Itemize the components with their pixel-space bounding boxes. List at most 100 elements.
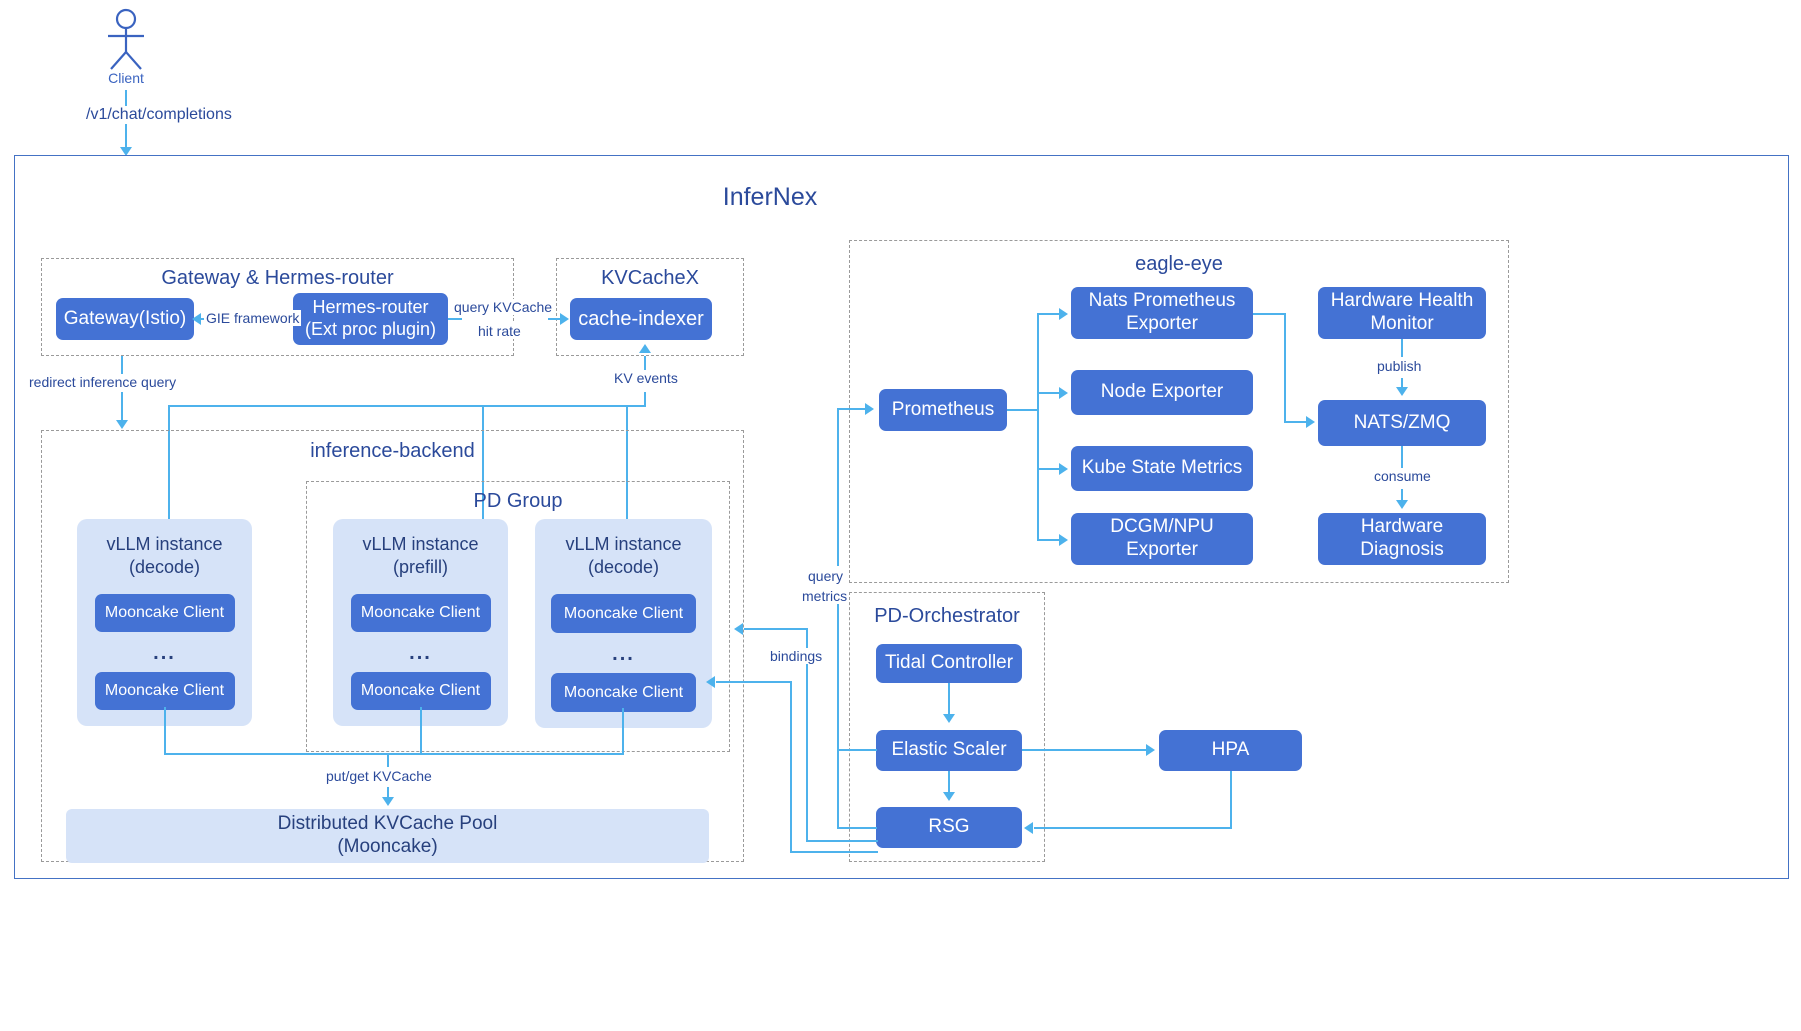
node-gateway-istio-label: Gateway(Istio) [63,307,187,329]
edge-kvevents-drop-1 [168,405,170,529]
node-vllm-instance-2-title: vLLM instance (decode) [565,533,681,578]
edge-label-redirect-inference-query: redirect inference query [27,374,179,390]
node-prometheus[interactable]: Prometheus [879,389,1007,431]
edge-prometheus-to-dcgm [1037,539,1061,541]
edge-bindings-outer-vert [806,628,808,840]
node-hardware-diagnosis-line1: Hardware [1360,516,1444,538]
edge-label-publish: publish [1375,358,1424,374]
node-distributed-kvcache-pool[interactable]: Distributed KVCache Pool (Mooncake) [66,809,709,863]
edge-querymetrics-to-elastic [837,749,877,751]
node-mooncake-client-0b-label: Mooncake Client [104,682,225,700]
edge-hpa-to-rsg-horiz [1034,827,1232,829]
edge-natsexporter-to-natszmq-h2 [1284,421,1306,423]
node-nats-zmq[interactable]: NATS/ZMQ [1318,400,1486,446]
node-mooncake-client-2a-label: Mooncake Client [563,604,684,622]
ellipsis-1: ... [409,642,432,664]
edge-bindings-bottom-arrowhead [706,676,715,688]
node-hardware-health-monitor[interactable]: Hardware Health Monitor [1318,287,1486,339]
node-vllm-instance-1-line1: vLLM instance [362,534,479,554]
node-mooncake-client-2a[interactable]: Mooncake Client [551,594,696,633]
edge-putget-drop-1 [420,707,422,754]
node-mooncake-client-0a-label: Mooncake Client [104,604,225,622]
edge-publish-arrowhead [1396,387,1408,396]
node-vllm-instance-1[interactable]: vLLM instance (prefill) Mooncake Client … [333,519,508,726]
pd-orchestrator-group [849,592,1045,862]
node-vllm-instance-2-line1: vLLM instance [565,534,682,554]
node-kube-state-metrics-label: Kube State Metrics [1081,457,1243,479]
edge-elastic-to-hpa [1022,749,1148,751]
edge-prometheus-to-nats-exporter [1037,313,1061,315]
node-hpa[interactable]: HPA [1159,730,1302,771]
edge-hpa-to-rsg-vert [1230,771,1232,828]
node-nats-zmq-label: NATS/ZMQ [1353,411,1451,433]
edge-consume-seg1 [1401,446,1403,468]
node-kube-state-metrics[interactable]: Kube State Metrics [1071,446,1253,491]
edge-client-to-infernex-seg1 [125,90,127,110]
edge-redirect-seg1 [121,356,123,376]
edge-kvevents-arrowhead [639,344,651,353]
edge-querymetrics-arrowhead [865,403,874,415]
edge-publish-seg2 [1401,378,1403,390]
node-prometheus-label: Prometheus [891,398,995,420]
node-vllm-instance-2[interactable]: vLLM instance (decode) Mooncake Client .… [535,519,712,728]
node-vllm-instance-0-title: vLLM instance (decode) [106,533,222,578]
actor-label: Client [108,70,144,86]
edge-prometheus-bus-vertical [1037,313,1039,539]
edge-prometheus-to-kube-state-arrowhead [1059,463,1068,475]
node-gateway-istio[interactable]: Gateway(Istio) [56,298,194,340]
node-vllm-instance-0-line1: vLLM instance [106,534,223,554]
node-mooncake-client-1a[interactable]: Mooncake Client [350,594,491,632]
page-title: InferNex [722,183,818,211]
edge-natsexporter-to-natszmq-h1 [1253,313,1286,315]
node-mooncake-client-2b[interactable]: Mooncake Client [551,673,696,712]
edge-bindings-top-arrowhead [734,623,743,635]
inference-backend-group-title: inference-backend [310,440,475,462]
node-hermes-router[interactable]: Hermes-router (Ext proc plugin) [293,293,448,345]
node-mooncake-client-0a[interactable]: Mooncake Client [94,594,235,632]
edge-redirect-arrowhead [116,420,128,429]
edge-label-consume: consume [1372,468,1433,484]
edge-prometheus-to-dcgm-arrowhead [1059,534,1068,546]
node-elastic-scaler[interactable]: Elastic Scaler [876,730,1022,771]
edge-elastic-to-rsg-arrowhead [943,792,955,801]
edge-kvevents-drop-3 [626,405,628,529]
node-dcgm-npu-exporter[interactable]: DCGM/NPU Exporter [1071,513,1253,565]
node-cache-indexer[interactable]: cache-indexer [570,298,712,340]
node-cache-indexer-label: cache-indexer [578,308,704,330]
edge-label-put-get-kvcache: put/get KVCache [324,768,434,784]
node-rsg-label: RSG [928,816,970,838]
node-nats-prometheus-exporter-line1: Nats Prometheus [1088,290,1236,312]
edge-querymetrics-vert-a [837,416,839,566]
edge-consume-seg2 [1401,489,1403,503]
edge-redirect-seg2 [121,392,123,424]
edge-querymetrics-vert-b [837,598,839,750]
node-mooncake-client-0b[interactable]: Mooncake Client [94,672,235,710]
node-mooncake-client-2b-label: Mooncake Client [563,683,684,701]
node-node-exporter[interactable]: Node Exporter [1071,370,1253,415]
edge-label-hit-rate: hit rate [476,323,523,339]
node-mooncake-client-1b[interactable]: Mooncake Client [350,672,491,710]
node-node-exporter-label: Node Exporter [1100,381,1224,403]
edge-querymetrics-vert-c [837,749,839,827]
node-tidal-controller-label: Tidal Controller [884,652,1014,674]
edge-natsexporter-to-natszmq-arrowhead [1306,416,1315,428]
node-mooncake-client-1b-label: Mooncake Client [360,682,481,700]
node-tidal-controller[interactable]: Tidal Controller [876,644,1022,683]
edge-putget-down-seg1 [387,753,389,767]
edge-tidal-to-elastic-arrowhead [943,714,955,723]
node-vllm-instance-0[interactable]: vLLM instance (decode) Mooncake Client .… [77,519,252,726]
edge-elastic-to-rsg [948,771,950,795]
node-hpa-label: HPA [1211,739,1250,761]
edge-hermes-to-cacheindexer-seg2 [548,318,562,320]
node-vllm-instance-0-line2: (decode) [128,556,201,577]
edge-label-kv-events: KV events [612,370,680,386]
node-rsg[interactable]: RSG [876,807,1022,848]
pd-orchestrator-group-title: PD-Orchestrator [874,605,1020,627]
edge-tidal-to-elastic [948,683,950,716]
node-nats-prometheus-exporter[interactable]: Nats Prometheus Exporter [1071,287,1253,339]
kvcachex-group [556,258,744,356]
edge-prometheus-to-kube-state [1037,468,1061,470]
node-hardware-diagnosis[interactable]: Hardware Diagnosis [1318,513,1486,565]
edge-querymetrics-horiz-top [837,408,867,410]
edge-kvevents-vert-top2 [644,392,646,406]
